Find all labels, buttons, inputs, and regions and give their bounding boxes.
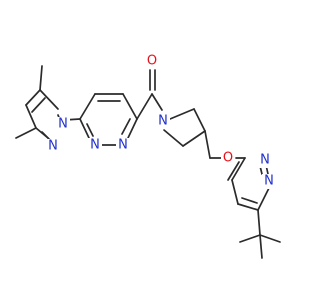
bond — [151, 93, 163, 111]
bond — [127, 118, 138, 139]
bond — [227, 161, 240, 181]
bond — [231, 179, 239, 205]
bond — [25, 104, 37, 129]
atom-o-ether: O — [221, 151, 235, 166]
atom-label: N — [48, 139, 58, 154]
atom-label: N — [90, 138, 100, 153]
bond — [79, 93, 96, 120]
atom-n-pyrrolidine: N — [156, 114, 170, 129]
bond — [122, 93, 138, 120]
bond — [15, 127, 37, 139]
bond — [257, 185, 271, 211]
atom-label: N — [118, 138, 128, 153]
atom-label: N — [58, 117, 68, 132]
bond — [259, 234, 281, 243]
bond — [31, 97, 46, 113]
atom-n-pyridazine-a2: N — [88, 138, 102, 153]
bond — [121, 118, 131, 135]
bond — [193, 108, 206, 132]
bond — [241, 197, 258, 204]
atom-o-carbonyl: O — [145, 54, 159, 69]
atom-n-pyridazine-b2: N — [262, 174, 276, 189]
atom-n-pyridazine-b1: N — [258, 153, 272, 168]
atom-n-pyridazine-a1: N — [116, 138, 130, 153]
atom-labels: N N N N O N O N — [46, 54, 276, 189]
bond — [259, 234, 263, 259]
atom-n-pyrazole-1: N — [56, 117, 70, 132]
bond — [163, 129, 184, 147]
bond — [182, 130, 206, 147]
bond — [86, 123, 94, 137]
bond — [39, 65, 43, 91]
bond — [25, 89, 41, 106]
bond — [239, 234, 261, 243]
bond — [169, 108, 195, 120]
atom-label: O — [147, 54, 157, 69]
molecule-structure: N N N N O N O N — [15, 54, 281, 259]
atom-label: O — [223, 151, 233, 166]
bond — [257, 209, 261, 236]
bond — [39, 89, 59, 110]
atom-label: N — [260, 153, 270, 168]
bond — [231, 157, 246, 181]
atom-label: N — [264, 174, 274, 189]
bond — [136, 93, 153, 120]
bond — [204, 130, 211, 159]
bonds — [15, 65, 281, 259]
bond — [237, 203, 259, 211]
atom-label: N — [158, 114, 168, 129]
atom-n-pyrazole-2: N — [46, 139, 60, 154]
bond — [79, 118, 90, 139]
